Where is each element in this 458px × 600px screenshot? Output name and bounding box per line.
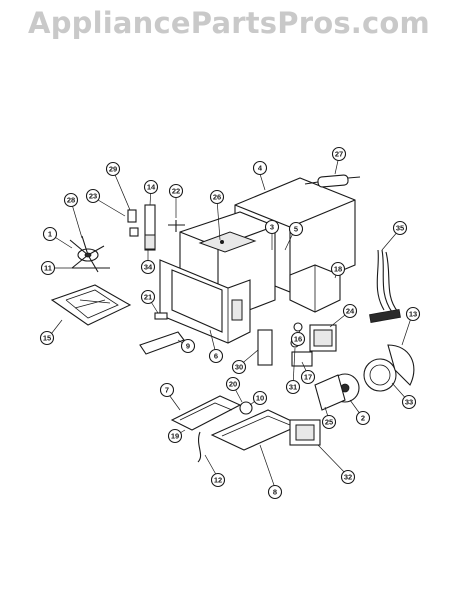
callout-9: 9 — [180, 338, 196, 354]
callout-label: 6 — [214, 352, 218, 361]
motor-bracket — [314, 374, 346, 411]
callout-label: 19 — [171, 432, 179, 441]
callout-label: 30 — [235, 363, 243, 372]
callout-label: 5 — [294, 225, 298, 234]
callout-label: 21 — [144, 293, 152, 302]
callout-label: 29 — [109, 165, 117, 174]
small-parts — [72, 267, 313, 463]
callout-label: 3 — [270, 223, 274, 232]
callout-25: 25 — [321, 414, 337, 430]
callout-33: 33 — [401, 394, 417, 410]
callout-label: 7 — [165, 386, 169, 395]
callout-24: 24 — [342, 303, 358, 319]
callout-label: 12 — [214, 476, 222, 485]
callout-18: 18 — [330, 261, 346, 277]
capacitor — [304, 174, 361, 188]
callout-10: 10 — [252, 390, 268, 406]
callout-31: 31 — [285, 379, 301, 395]
callout-label: 27 — [335, 150, 343, 159]
callout-label: 18 — [334, 265, 342, 274]
callout-26: 26 — [209, 189, 225, 205]
callout-label: 26 — [213, 193, 221, 202]
callout-13: 13 — [405, 306, 421, 322]
callout-27: 27 — [331, 146, 347, 162]
callout-label: 15 — [43, 334, 51, 343]
front-frame — [159, 259, 251, 344]
callout-22: 22 — [168, 183, 184, 199]
callout-5: 5 — [288, 221, 304, 237]
callout-label: 17 — [304, 373, 312, 382]
callout-3: 3 — [264, 219, 280, 235]
air-duct — [50, 284, 132, 326]
callout-23: 23 — [85, 188, 101, 204]
callout-label: 22 — [172, 187, 180, 196]
callout-28: 28 — [63, 192, 79, 208]
callout-16: 16 — [290, 331, 306, 347]
transformer — [289, 264, 341, 313]
callout-15: 15 — [39, 330, 55, 346]
blower-motor — [363, 344, 415, 392]
callout-label: 32 — [344, 473, 352, 482]
callout-12: 12 — [210, 472, 226, 488]
callout-label: 14 — [147, 183, 156, 192]
base-plate — [210, 409, 302, 451]
callout-6: 6 — [208, 348, 224, 364]
callout-35: 35 — [392, 220, 408, 236]
callout-label: 13 — [409, 310, 417, 319]
callout-label: 31 — [289, 383, 297, 392]
callout-label: 20 — [229, 380, 237, 389]
callout-21: 21 — [140, 289, 156, 305]
wire-harness — [369, 249, 401, 324]
callout-11: 11 — [40, 260, 56, 276]
callout-label: 11 — [44, 264, 52, 273]
callout-29: 29 — [105, 161, 121, 177]
callout-label: 1 — [48, 230, 52, 239]
callout-label: 8 — [273, 488, 277, 497]
callout-14: 14 — [143, 179, 159, 195]
callout-2: 2 — [355, 410, 371, 426]
fan-assembly — [69, 235, 105, 273]
callout-label: 2 — [361, 414, 365, 423]
callout-32: 32 — [340, 469, 356, 485]
callout-20: 20 — [225, 376, 241, 392]
callout-label: 16 — [294, 335, 302, 344]
hv-transformer — [289, 419, 321, 446]
callout-1: 1 — [42, 226, 58, 242]
switches — [127, 204, 185, 251]
magnetron — [309, 324, 337, 352]
callout-label: 23 — [89, 192, 97, 201]
callout-label: 24 — [346, 307, 355, 316]
callout-19: 19 — [167, 428, 183, 444]
callout-label: 33 — [405, 398, 413, 407]
callout-label: 10 — [256, 394, 264, 403]
callout-8: 8 — [267, 484, 283, 500]
callout-label: 9 — [186, 342, 190, 351]
callout-34: 34 — [140, 259, 156, 275]
callout-30: 30 — [231, 359, 247, 375]
callout-label: 35 — [396, 224, 404, 233]
callout-label: 34 — [144, 263, 153, 272]
control-board — [170, 395, 242, 431]
watermark-logo: AppliancePartsPros.com — [28, 6, 430, 40]
callout-7: 7 — [159, 382, 175, 398]
callout-4: 4 — [252, 160, 268, 176]
callout-label: 25 — [325, 418, 333, 427]
callout-label: 4 — [258, 164, 263, 173]
callout-17: 17 — [300, 369, 316, 385]
callout-label: 28 — [67, 196, 75, 205]
